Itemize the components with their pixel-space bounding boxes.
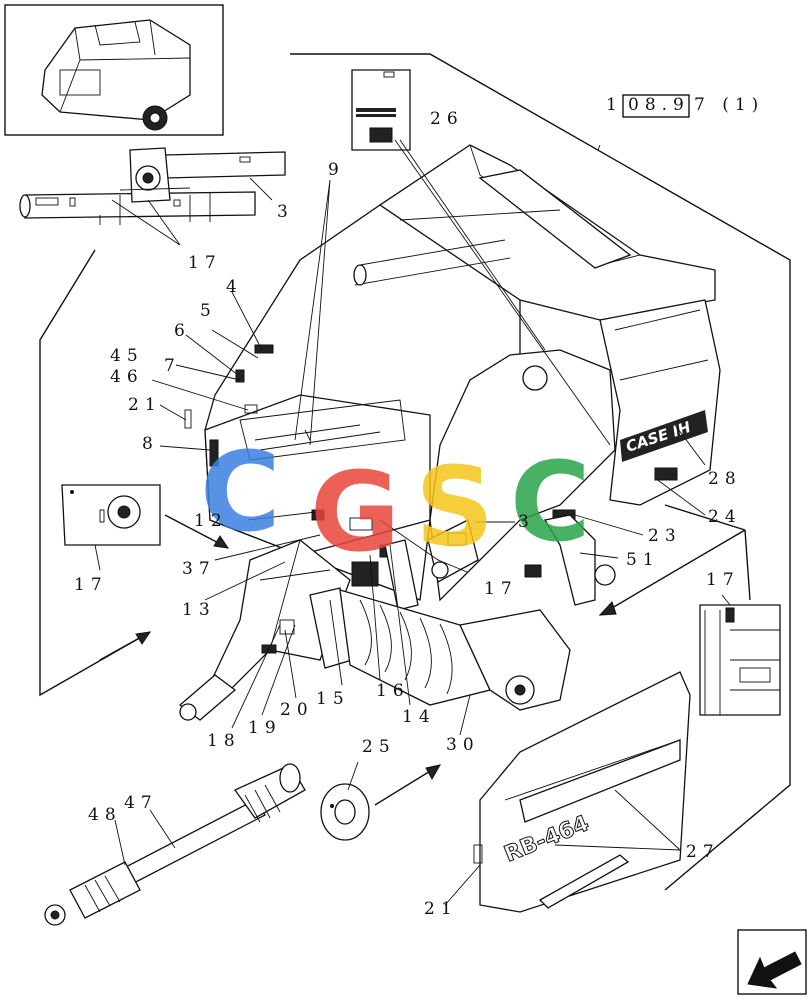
pto-driveshaft [44, 763, 306, 926]
callout-37: 37 [182, 559, 216, 579]
callout-4: 4 [226, 277, 243, 297]
outline-lines [39, 53, 791, 891]
callout-45: 45 [110, 346, 144, 366]
callout-25: 25 [362, 737, 396, 757]
callout-12: 12 [194, 511, 228, 531]
callout-30: 30 [446, 735, 480, 755]
watermark-letter-c1: C [200, 428, 281, 556]
callout-5: 5 [200, 301, 217, 321]
direction-arrows [99, 514, 746, 806]
leader-lines [94, 139, 731, 906]
callout-19: 19 [248, 718, 282, 738]
callout-51: 51 [626, 550, 660, 570]
pickup-assembly [178, 539, 571, 721]
frame-detail [699, 604, 781, 716]
watermark-letter-g: G [310, 448, 400, 576]
watermark-letter-c2: C [510, 438, 591, 566]
side-shield-panel: RB-464 [473, 671, 691, 913]
baler-body: CASE IH [184, 144, 721, 611]
reference-suffix: 7 (1) [694, 95, 764, 115]
watermark-letter-s: S [415, 443, 494, 571]
callout-48: 48 [88, 805, 122, 825]
callout-47: 47 [124, 793, 158, 813]
callout-27: 27 [686, 842, 720, 862]
callout-17: 17 [188, 253, 222, 273]
callout-13: 13 [182, 600, 216, 620]
callout-8: 8 [142, 434, 159, 454]
callout-3: 3 [277, 202, 294, 222]
bearing-plate-detail [61, 484, 161, 546]
callout-21b: 21 [424, 899, 458, 919]
baler-thumbnail [4, 4, 224, 136]
pulley-detail [320, 783, 370, 841]
callout-23: 23 [648, 526, 682, 546]
callout-24: 24 [708, 507, 742, 527]
arrow-icon [747, 951, 802, 989]
callout-46: 46 [110, 367, 144, 387]
callout-28: 28 [708, 469, 742, 489]
callout-3b: 3 [518, 512, 535, 532]
callout-14: 14 [402, 707, 436, 727]
decal-inset [351, 69, 411, 151]
callout-6: 6 [174, 321, 191, 341]
reference-prefix: 1 [606, 95, 623, 115]
callout-7: 7 [164, 356, 181, 376]
reference-label: 1 08.9 7 (1) [606, 94, 764, 118]
next-page-button[interactable] [737, 929, 807, 995]
reference-boxed: 08.9 [628, 95, 690, 115]
callout-9: 9 [328, 160, 345, 180]
callout-15: 15 [316, 689, 350, 709]
callout-18: 18 [207, 731, 241, 751]
callout-17b: 17 [484, 579, 518, 599]
callout-17d: 17 [74, 575, 108, 595]
roller-shaft-detail [19, 147, 286, 225]
callout-21: 21 [128, 395, 162, 415]
callout-17c: 17 [706, 570, 740, 590]
callout-20: 20 [280, 700, 314, 720]
watermark: C G S C [200, 428, 591, 576]
callout-labels: 26 9 3 17 4 5 6 45 7 46 21 8 28 24 12 3 … [74, 109, 742, 919]
callout-26: 26 [430, 109, 464, 129]
callout-16: 16 [376, 681, 410, 701]
